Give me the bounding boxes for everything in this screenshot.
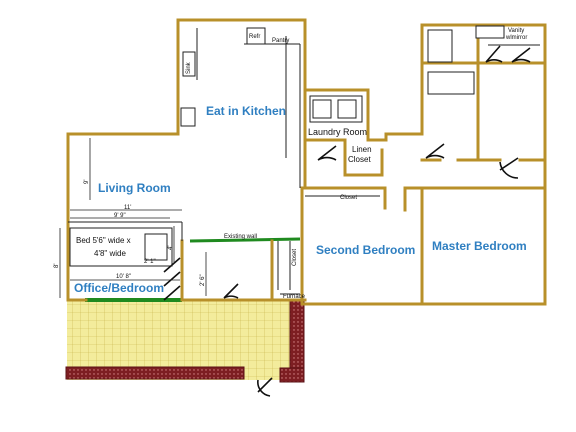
sink xyxy=(182,51,196,77)
dim-office-4: 4' xyxy=(168,246,174,250)
label-vanity-sub: wlmirror xyxy=(505,35,527,41)
room-label-office-bedroom: Office/Bedroom xyxy=(74,281,164,295)
label-existing-wall: Existing wall xyxy=(224,234,257,240)
bathtub xyxy=(427,29,453,63)
dim-office-8: 8' xyxy=(54,264,60,268)
room-label-laundry-room: Laundry Room xyxy=(308,127,367,137)
dim-office-10-8: 10' 8" xyxy=(116,274,131,280)
label-bed-line2: 4'8" wide xyxy=(94,249,126,258)
existing-wall xyxy=(189,237,301,243)
planter-bottom xyxy=(65,366,245,380)
bed-inner xyxy=(144,233,168,261)
room-label-eat-in-kitchen: Eat in Kitchen xyxy=(206,104,286,118)
walls xyxy=(66,18,547,306)
tub-2 xyxy=(427,71,475,95)
refrigerator xyxy=(246,27,266,45)
label-linen-closet: Closet xyxy=(348,155,371,164)
dim-living-11: 11' xyxy=(124,205,131,211)
label-vanity: Vanity xyxy=(508,28,524,34)
room-label-master-bedroom: Master Bedroom xyxy=(432,239,527,253)
dim-hall-2-6: 2' 6" xyxy=(200,274,206,286)
label-pantry: Pantry xyxy=(272,38,289,44)
label-furnace: Furnace xyxy=(283,294,306,300)
planter-corner xyxy=(279,367,305,383)
room-label-second-bedroom: Second Bedroom xyxy=(316,243,415,257)
label-closet: Closet xyxy=(340,195,357,201)
dryer xyxy=(337,99,357,119)
room-label-living-room: Living Room xyxy=(98,181,171,195)
dim-living-9: 9' xyxy=(84,180,90,184)
dimension-lines xyxy=(59,138,207,298)
washer xyxy=(312,99,332,119)
dim-living-9-9: 9' 9" xyxy=(114,213,126,219)
label-sink: Sink xyxy=(186,61,192,74)
vanity xyxy=(475,25,505,39)
stove xyxy=(180,107,196,127)
label-hall-closet: Closet xyxy=(292,249,298,266)
dim-office-2-1: 2' 1" xyxy=(144,259,156,265)
label-bed-line1: Bed 5'6" wide x xyxy=(76,236,131,245)
label-refr: Refr xyxy=(249,34,260,40)
label-linen: Linen xyxy=(352,145,372,154)
doors xyxy=(163,45,531,397)
